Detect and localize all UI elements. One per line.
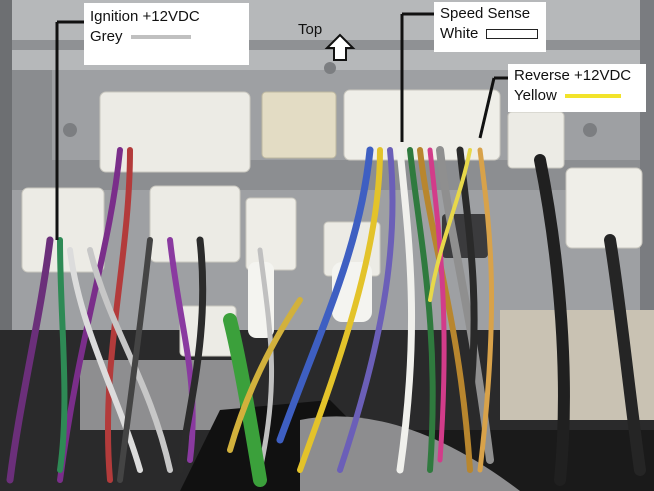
speed-sense-annotation: Speed Sense White	[434, 2, 546, 52]
reverse-annotation: Reverse +12VDC Yellow	[508, 64, 646, 112]
reverse-color-name: Yellow	[514, 87, 557, 104]
speed-sense-color-name: White	[440, 25, 479, 42]
top-label: Top	[298, 21, 323, 38]
up-arrow-icon	[324, 33, 356, 61]
ignition-title: Ignition +12VDC	[90, 8, 200, 25]
ignition-annotation: Ignition +12VDC Grey	[84, 3, 249, 65]
reverse-title: Reverse +12VDC	[514, 67, 632, 84]
ignition-color-name: Grey	[90, 28, 123, 45]
grey-wire-swatch	[130, 35, 191, 39]
speed-sense-title: Speed Sense	[440, 5, 531, 22]
yellow-wire-swatch	[564, 94, 621, 98]
white-wire-swatch	[486, 29, 539, 39]
